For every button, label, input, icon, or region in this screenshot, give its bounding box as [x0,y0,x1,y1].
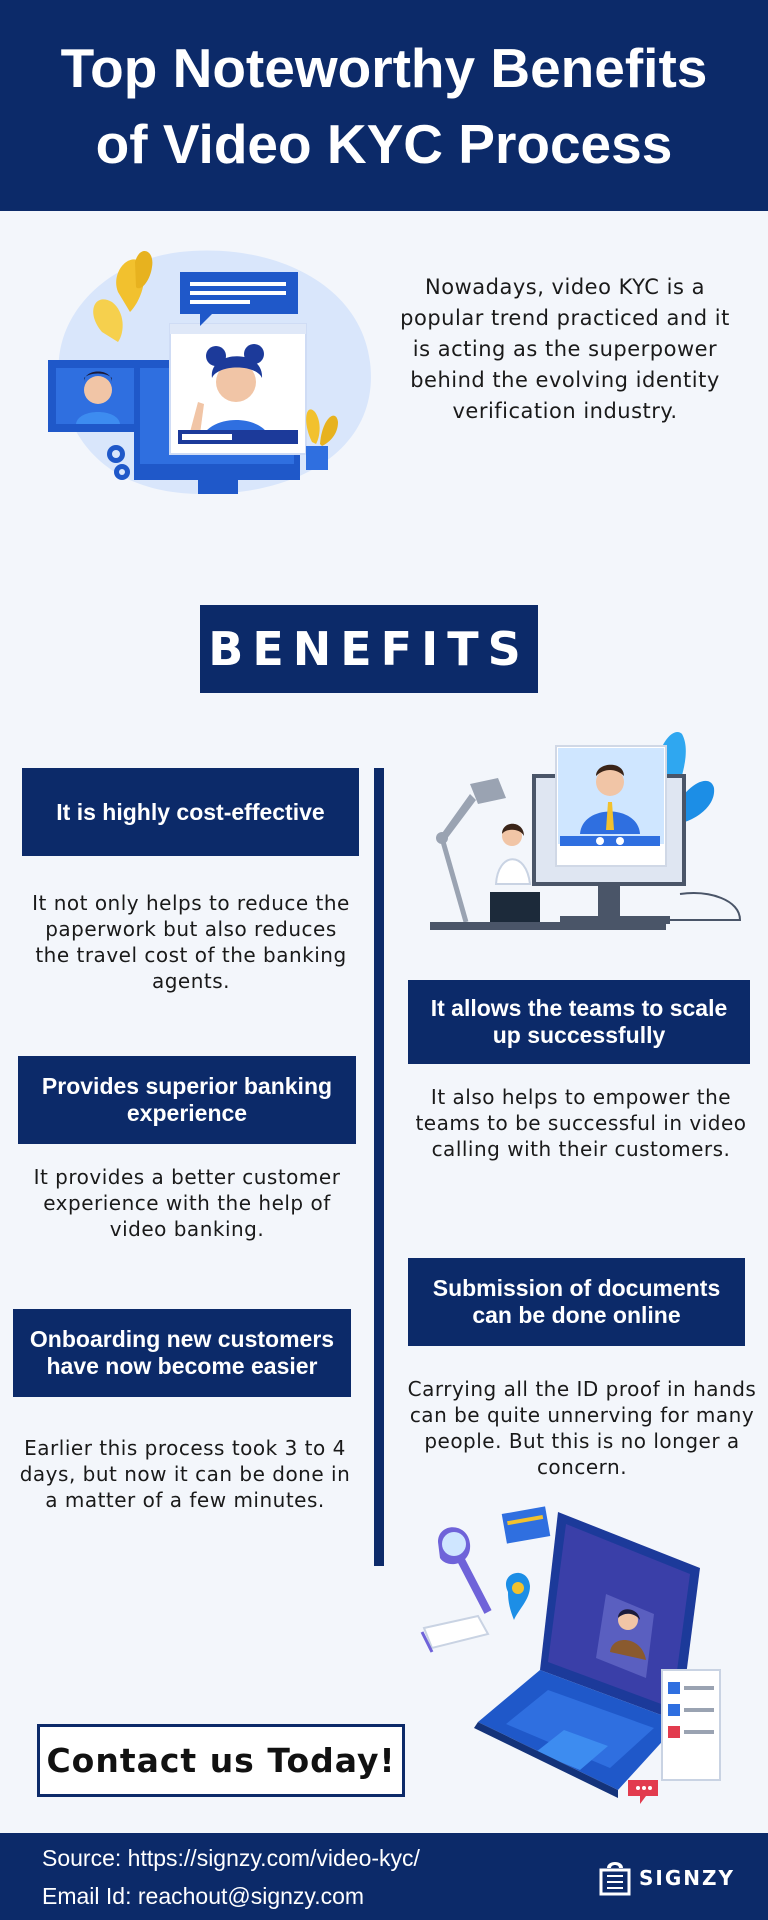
laptop-kyc-illustration [420,1506,721,1804]
benefit-title-cost-effective: It is highly cost-effective [22,768,359,856]
source-link[interactable]: Source: https://signzy.com/video-kyc/ [42,1845,420,1871]
benefit-desc-banking-experience: It provides a better customer experience… [33,1165,341,1241]
benefit-desc-cost-effective: It not only helps to reduce the paperwor… [32,891,350,993]
center-divider [374,768,384,1566]
benefit-title-onboarding: Onboarding new customers have now become… [13,1309,351,1397]
intro-text: Nowadays, video KYC is a popular trend p… [400,275,730,423]
benefits-heading: BENEFITS [200,605,538,693]
benefit-title-scale-up: It allows the teams to scale up successf… [408,980,750,1064]
benefit-title-banking-experience: Provides superior banking experience [18,1056,356,1144]
footer: Source: https://signzy.com/video-kyc/ Em… [0,1833,768,1920]
video-call-illustration [48,250,371,495]
video-conference-illustration [430,732,742,930]
benefit-desc-onboarding: Earlier this process took 3 to 4 days, b… [19,1436,351,1512]
signzy-logo-icon [599,1862,631,1896]
benefit-desc-documents-online: Carrying all the ID proof in hands can b… [407,1377,757,1479]
signzy-logo-text: SIGNZY [639,1866,735,1890]
benefit-desc-scale-up: It also helps to empower the teams to be… [415,1085,747,1161]
page-title: Top Noteworthy Benefits of Video KYC Pro… [60,36,708,175]
contact-us-button[interactable]: Contact us Today! [37,1724,405,1797]
email-link[interactable]: Email Id: reachout@signzy.com [42,1883,365,1909]
benefit-title-documents-online: Submission of documents can be done onli… [408,1258,745,1346]
signzy-logo: SIGNZY [597,1857,735,1899]
header-banner: Top Noteworthy Benefits of Video KYC Pro… [0,0,768,211]
